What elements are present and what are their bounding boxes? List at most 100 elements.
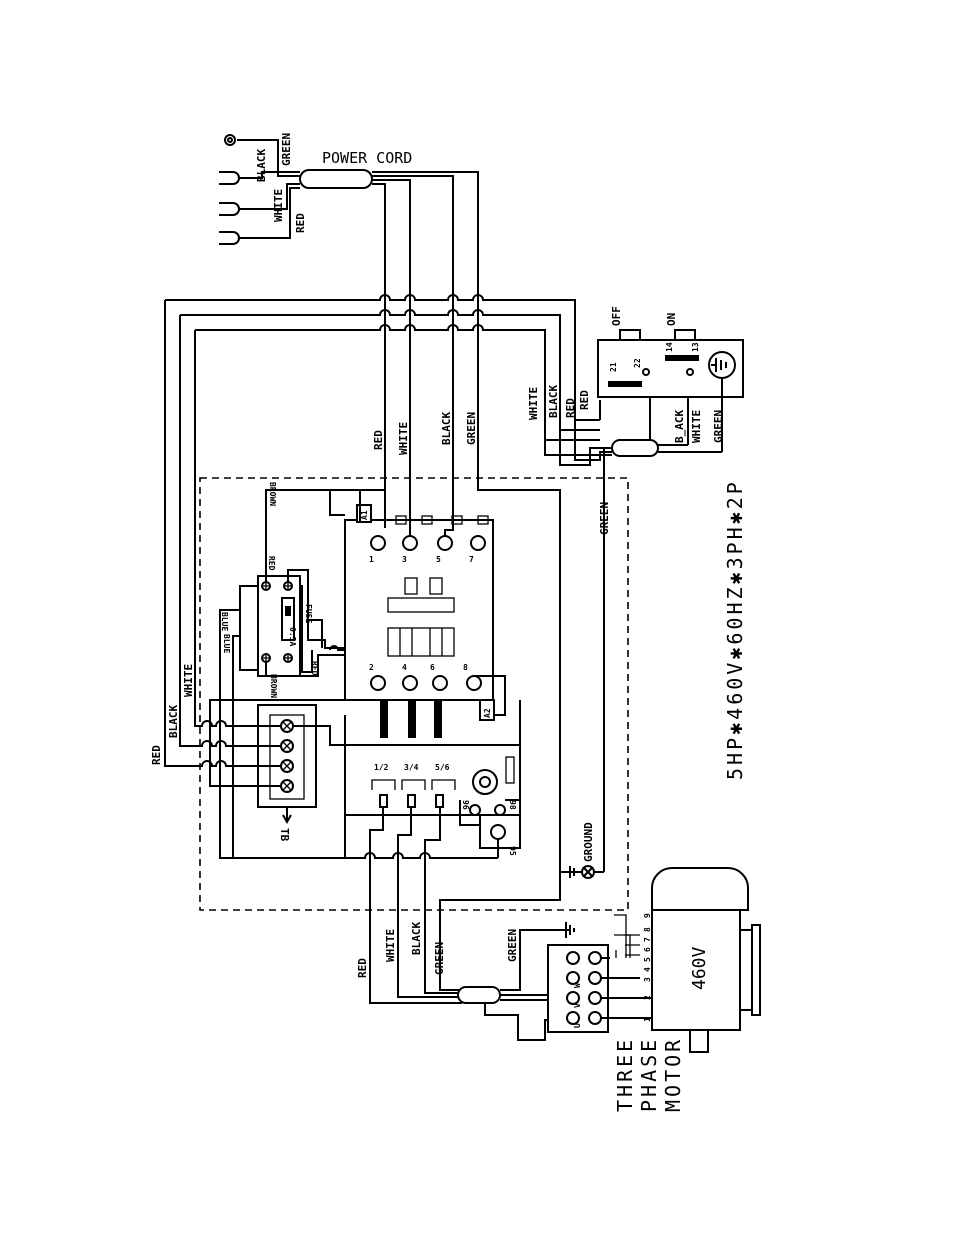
motor-voltage: 460V — [689, 946, 710, 990]
motor-lead-number-2: 2 — [643, 995, 652, 1000]
plug-wire-label-red: RED — [294, 213, 307, 233]
contactor-terminal-3: 3 — [402, 555, 407, 564]
ground-label: GROUND — [582, 822, 595, 862]
motor: 460V 1 2 3 4 5 6 7 8 9 — [625, 867, 761, 1053]
rating-label: 5HP✱460V✱60HZ✱3PH✱2P — [723, 479, 747, 780]
motor-caption-line-2: PHASE — [637, 1037, 661, 1112]
transformer-label-brown-bottom: BROWN — [269, 674, 278, 698]
plug-ground-pin-icon — [224, 134, 236, 146]
contactor-terminal-2: 2 — [369, 663, 374, 672]
switch-cord-sleeve — [611, 439, 659, 457]
main-wire-label-red: RED — [372, 430, 385, 450]
motor-leads: RED WHITE BLACK GREEN GREEN — [356, 858, 575, 1041]
motor-shaft-flange — [751, 924, 761, 1016]
overload-terminal-56: 5/6 — [435, 763, 450, 772]
plug-prong-white-icon — [219, 202, 240, 216]
transformer-label-blue-b: BLUE — [222, 634, 231, 653]
main-wire-label-white: WHITE — [397, 422, 410, 455]
motor-lead-number-3: 3 — [643, 977, 652, 982]
motor-lead-label-green: GREEN — [433, 942, 446, 975]
motor-lead-number-6: 6 — [643, 947, 652, 952]
switch-terminal-13: 13 — [691, 342, 700, 352]
contactor-terminal-6: 6 — [430, 663, 435, 672]
switch-contact-on — [665, 355, 699, 361]
motor-cord-sleeve — [457, 986, 501, 1004]
main-wire-label-black: BLACK — [440, 412, 453, 445]
contactor-terminal-7: 7 — [469, 555, 474, 564]
power-cord-title: POWER CORD — [322, 149, 412, 167]
switch-off-label: OFF — [610, 306, 623, 326]
power-cord: POWER CORD — [299, 149, 479, 300]
switch-wire-label-red-b: RED — [578, 390, 591, 410]
transformer: 0.5A FUSE RED BLUE BLUE BROWN RED BROWN — [219, 482, 345, 859]
switch-wire-label-white-b: WHITE — [690, 410, 703, 443]
contactor-coil-a1: A1 — [360, 510, 369, 520]
overload-terminal-34: 3/4 — [404, 763, 419, 772]
control-box-outline — [199, 477, 629, 911]
motor-end-cap — [651, 867, 749, 911]
contactor-coil-a2: A2 — [483, 708, 492, 718]
main-feeds: RED WHITE BLACK GREEN — [165, 294, 600, 872]
transformer-label-red-top: RED — [267, 556, 276, 571]
overload-reset-dial-icon — [472, 769, 498, 795]
motor-lead-number-1: 1 — [643, 1017, 652, 1022]
motor-caption-line-3: MOTOR — [661, 1037, 685, 1112]
plug-wire-label-black: BLACK — [255, 149, 268, 182]
terminal-block: TB RED BLACK WHITE — [150, 300, 345, 842]
transformer-label-blue-a: BLUE — [220, 612, 229, 631]
contactor-body — [344, 519, 494, 701]
left-wire-label-white: WHITE — [182, 664, 195, 697]
switch-wire-label-black: BLACK — [547, 385, 560, 418]
motor-terminal-w: W — [573, 983, 582, 988]
motor-terminal-v: V — [573, 1003, 582, 1008]
overload-aux-98: 98 — [508, 800, 517, 810]
overload-relay: 1/2 3/4 5/6 96 98 95 — [344, 700, 521, 859]
motor-caption: THREE PHASE MOTOR — [613, 1037, 685, 1112]
motor-lead-number-9: 9 — [643, 913, 652, 918]
main-wire-label-green: GREEN — [465, 412, 478, 445]
motor-foot — [689, 1029, 709, 1053]
switch-terminal-22: 22 — [633, 358, 642, 368]
motor-lead-number-7: 7 — [643, 937, 652, 942]
switch-contact-off — [608, 381, 642, 387]
left-wire-label-black: BLACK — [167, 705, 180, 738]
switch-wire-label-green: GREEN — [712, 410, 725, 443]
contactor-terminal-5: 5 — [436, 555, 441, 564]
motor-lead-number-8: 8 — [643, 927, 652, 932]
overload-terminal-12: 1/2 — [374, 763, 389, 772]
motor-lead-number-5: 5 — [643, 957, 652, 962]
switch-on-label: ON — [665, 313, 678, 326]
motor-caption-line-1: THREE — [613, 1037, 637, 1112]
plug-wire-label-green: GREEN — [280, 133, 293, 166]
motor-lead-label-black: BLACK — [410, 922, 423, 955]
motor-lead-number-4: 4 — [643, 967, 652, 972]
motor-lead-label-red: RED — [356, 958, 369, 978]
transformer-label-red-bottom: RED — [310, 661, 319, 676]
left-wire-label-red: RED — [150, 745, 163, 765]
switch-body — [597, 339, 744, 398]
switch-wire-label-white: WHITE — [527, 387, 540, 420]
contactor-terminal-1: 1 — [369, 555, 374, 564]
plug-wire-label-white: WHITE — [272, 189, 285, 222]
switch-terminal-21: 21 — [609, 362, 618, 372]
overload-aux-95: 95 — [508, 846, 517, 856]
plug-prong-black-icon — [219, 171, 240, 185]
motor-lead-numbers: 1 2 3 4 5 6 7 8 9 — [643, 913, 652, 1022]
switch-wire-label-back: B_ACK — [673, 410, 686, 443]
transformer-label-brown-top: BROWN — [268, 482, 277, 506]
plug-prong-red-icon — [219, 231, 240, 245]
fuse-rating: 0.5A — [288, 627, 297, 646]
ground-wire-label-green: GREEN — [598, 502, 611, 535]
motor-lead-label-white: WHITE — [384, 929, 397, 962]
overload-aux-96: 96 — [461, 800, 470, 810]
motor-junction-block: U V W — [547, 914, 655, 1033]
power-cord-sleeve — [299, 169, 373, 189]
switch-wire-label-red-a: RED — [564, 398, 577, 418]
switch: OFF ON 21 22 14 13 WHITE BLACK RED RED B… — [527, 306, 744, 490]
plug: BLACK GREEN WHITE RED — [219, 133, 307, 245]
contactor-terminal-8: 8 — [463, 663, 468, 672]
motor-lead-label-green-ground: GREEN — [506, 929, 519, 962]
contactor: A1 1 3 5 7 2 4 6 8 A2 — [330, 489, 506, 738]
motor-terminal-u: U — [573, 1023, 582, 1028]
